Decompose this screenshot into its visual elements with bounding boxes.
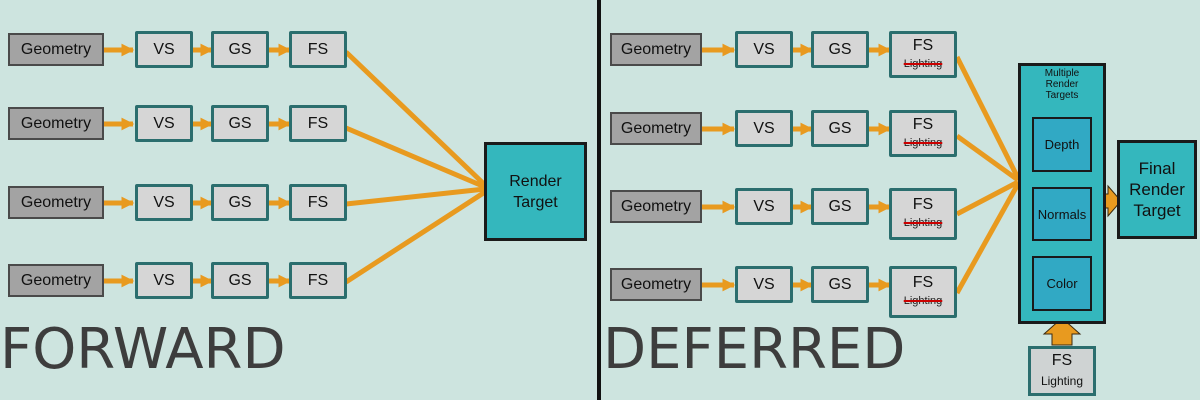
gs-box: GS <box>811 31 869 68</box>
fs-box: FS Lighting <box>889 188 957 240</box>
connector-fs-to-mrt <box>954 182 1021 295</box>
gs-box: GS <box>211 31 269 68</box>
connector-fs-to-mrt <box>955 133 1020 183</box>
geometry-box: Geometry <box>8 107 104 140</box>
geometry-box: Geometry <box>610 112 702 145</box>
final-render-target-line: Final <box>1138 159 1176 178</box>
color-buffer: Color <box>1032 256 1092 311</box>
final-render-target-line: Render <box>1129 180 1185 199</box>
gs-box: GS <box>211 262 269 299</box>
fs-box: FS Lighting <box>889 266 957 318</box>
fs-box: FS <box>289 262 347 299</box>
connector-fs-to-mrt <box>955 179 1020 217</box>
fs-label: FS <box>912 196 934 213</box>
deferred-heading: DEFERRED <box>603 317 906 382</box>
lighting-struck-label: Lighting <box>903 136 943 149</box>
final-render-target-line: Target <box>1133 201 1181 220</box>
forward-heading: FORWARD <box>0 317 286 382</box>
geometry-box: Geometry <box>8 33 104 66</box>
geometry-box: Geometry <box>610 190 702 223</box>
gs-box: GS <box>811 266 869 303</box>
mrt-title: Multiple Render Targets <box>1021 68 1103 101</box>
geometry-box: Geometry <box>610 33 702 66</box>
connector-fs-to-render-target <box>344 189 487 285</box>
lighting-struck-label: Lighting <box>903 57 943 70</box>
mrt-title-line: Render <box>1045 79 1079 90</box>
connector-fs-to-render-target <box>345 125 486 190</box>
vs-box: VS <box>735 31 793 68</box>
fs-label: FS <box>912 274 934 291</box>
lighting-fs-label: FS <box>1051 352 1073 369</box>
vs-box: VS <box>735 110 793 147</box>
vs-box: VS <box>135 262 193 299</box>
mrt-title-line: Multiple <box>1044 68 1080 79</box>
vs-box: VS <box>135 31 193 68</box>
vs-box: VS <box>135 184 193 221</box>
lighting-struck-label: Lighting <box>903 295 943 307</box>
fs-box: FS <box>289 184 347 221</box>
lighting-struck-label: Lighting <box>903 217 943 229</box>
fs-label: FS <box>912 115 934 133</box>
fs-box: FS Lighting <box>889 31 957 78</box>
render-target-line: Render <box>509 172 562 190</box>
fs-box: FS Lighting <box>889 110 957 157</box>
geometry-box: Geometry <box>8 264 104 297</box>
render-target-line: Target <box>513 193 558 211</box>
vs-box: VS <box>135 105 193 142</box>
depth-buffer: Depth <box>1032 117 1092 172</box>
lighting-fs-box: FS Lighting <box>1028 346 1096 396</box>
lighting-fs-sublabel: Lighting <box>1040 374 1084 388</box>
gs-box: GS <box>211 105 269 142</box>
vs-box: VS <box>735 188 793 225</box>
gs-box: GS <box>811 188 869 225</box>
fs-label: FS <box>912 36 934 54</box>
section-divider <box>597 0 601 400</box>
arrow-lighting-to-mrt <box>1042 317 1082 346</box>
geometry-box: Geometry <box>8 186 104 219</box>
final-render-target: Final Render Target <box>1117 140 1197 239</box>
gs-box: GS <box>811 110 869 147</box>
render-target: Render Target <box>484 142 587 241</box>
connector-fs-to-render-target <box>345 186 486 207</box>
vs-box: VS <box>735 266 793 303</box>
mrt-title-line: Targets <box>1045 90 1079 101</box>
geometry-box: Geometry <box>610 268 702 301</box>
connector-fs-to-mrt <box>954 55 1021 180</box>
gs-box: GS <box>211 184 269 221</box>
normals-buffer: Normals <box>1032 187 1092 241</box>
fs-box: FS <box>289 31 347 68</box>
connector-fs-to-render-target <box>344 50 487 187</box>
fs-box: FS <box>289 105 347 142</box>
